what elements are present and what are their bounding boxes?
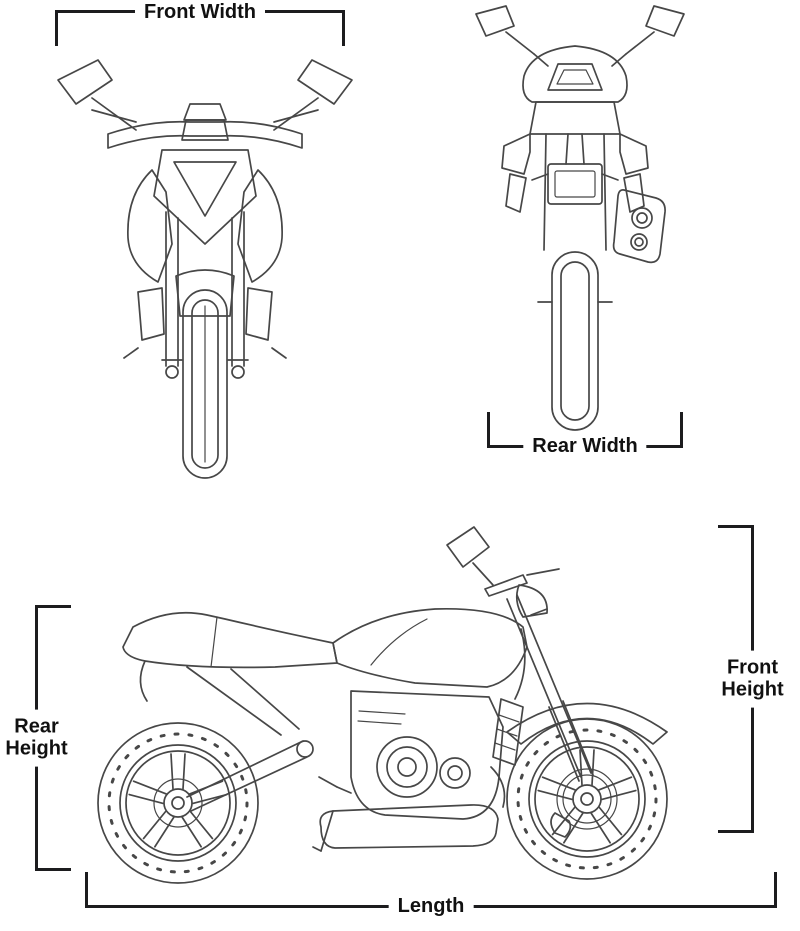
rear-height-dimension: Rear Height	[3, 605, 71, 871]
side-mirror-and-handlebar	[446, 526, 560, 618]
rear-width-label: Rear Width	[523, 434, 647, 459]
front-view-drawing	[57, 59, 353, 479]
side-frame-swingarm	[186, 628, 526, 812]
side-view-drawing	[97, 526, 668, 884]
rear-width-dimension: Rear Width	[487, 412, 683, 459]
side-tank-seat-tail	[122, 607, 528, 702]
rear-mirrors	[475, 5, 685, 55]
length-label: Length	[388, 894, 474, 919]
length-right-tick	[774, 872, 777, 908]
front-width-dimension: Front Width	[55, 0, 345, 46]
rear-width-left-tick	[487, 412, 490, 448]
side-engine	[350, 690, 524, 820]
front-width-label: Front Width	[134, 0, 266, 24]
front-handlebar	[91, 103, 319, 149]
rear-exhaust	[612, 189, 666, 264]
front-height-dimension: Front Height	[718, 525, 786, 833]
side-exhaust	[312, 766, 506, 852]
rear-view-drawing	[475, 5, 685, 431]
length-left-tick	[85, 872, 88, 908]
rear-height-label: Rear Height	[3, 709, 70, 767]
side-forks	[506, 594, 594, 838]
rear-height-top-tick	[35, 605, 71, 608]
front-width-right-tick	[342, 10, 345, 46]
front-height-label: Front Height	[719, 650, 786, 708]
side-rear-wheel	[97, 722, 259, 884]
side-front-fender	[506, 702, 668, 745]
rear-height-bottom-tick	[35, 868, 71, 871]
rear-width-right-tick	[680, 412, 683, 448]
front-mirrors	[57, 59, 353, 131]
front-wheel	[182, 289, 228, 479]
front-height-bottom-tick	[718, 830, 754, 833]
front-width-left-tick	[55, 10, 58, 46]
rear-fender-and-wheel	[537, 133, 613, 431]
front-headlight	[153, 149, 257, 245]
front-bodywork	[123, 169, 287, 359]
length-dimension: Length	[85, 872, 777, 919]
rear-tail-section	[522, 45, 628, 135]
side-front-wheel	[506, 718, 668, 880]
rear-side-brackets	[501, 133, 649, 213]
front-height-top-tick	[718, 525, 754, 528]
front-fender	[175, 269, 235, 317]
